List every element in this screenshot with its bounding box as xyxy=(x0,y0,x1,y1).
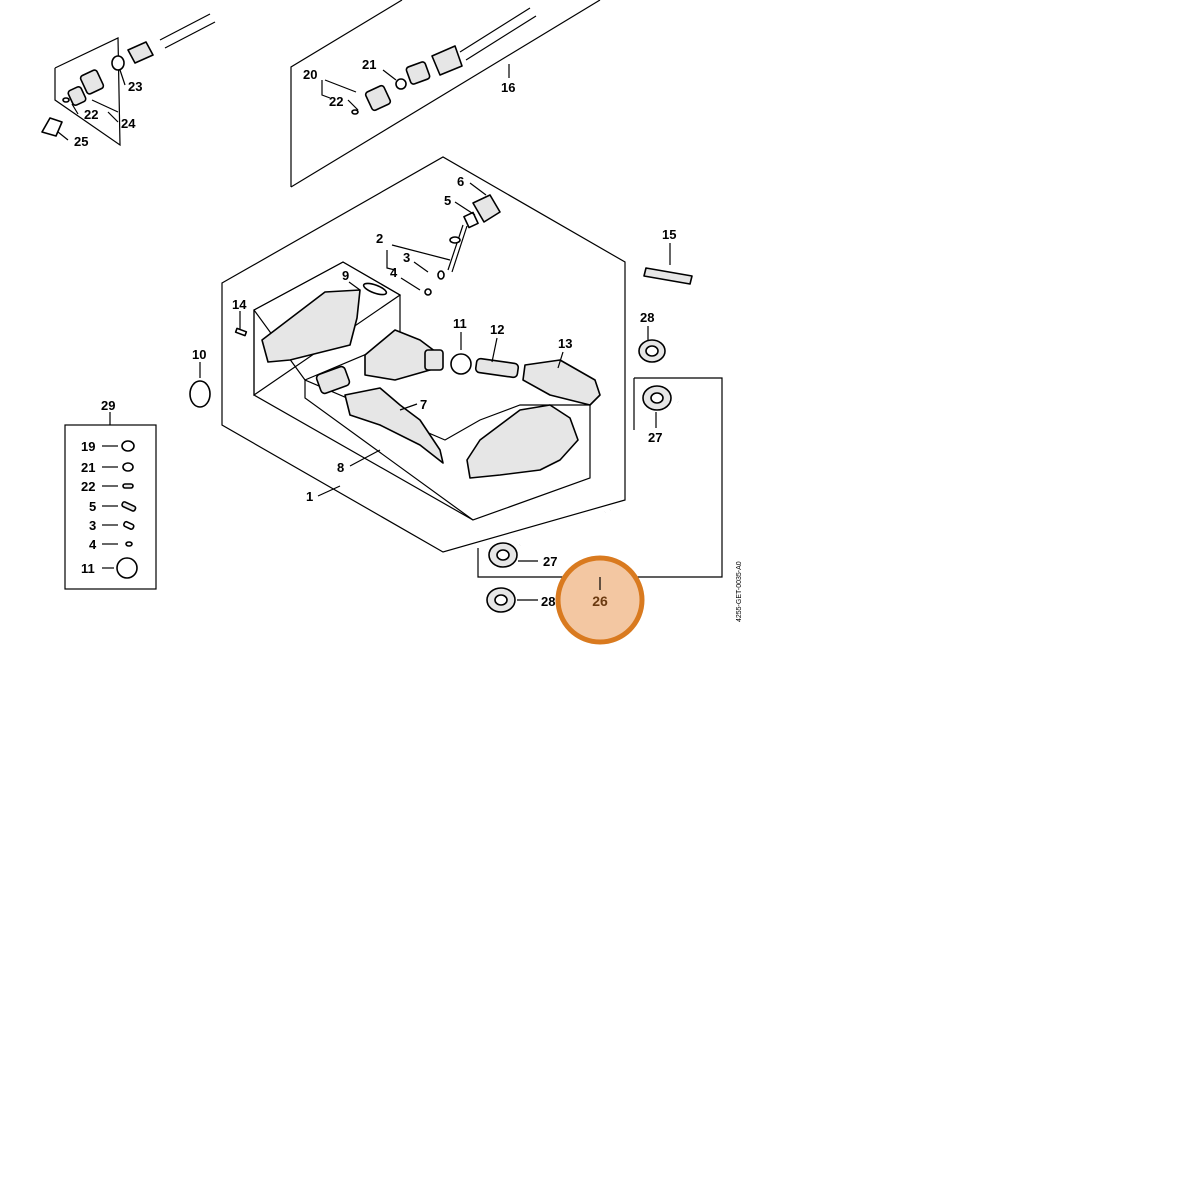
svg-text:3: 3 xyxy=(89,518,96,533)
kit-29-item-21: 21 xyxy=(81,460,134,475)
callout-27-bottom: 27 xyxy=(543,554,557,569)
callout-20: 20 xyxy=(303,67,317,82)
callout-27-top: 27 xyxy=(648,430,662,445)
callout-23: 23 xyxy=(128,79,142,94)
lance-assembly-left: 23 22 24 25 xyxy=(41,13,216,149)
kit-29-box: 29 19 21 22 5 3 4 xyxy=(64,398,157,590)
callout-9: 9 xyxy=(342,268,349,283)
svg-text:19: 19 xyxy=(81,439,95,454)
callout-22-left: 22 xyxy=(84,107,98,122)
svg-text:21: 21 xyxy=(81,460,95,475)
lance-assembly-right: 16 21 20 22 xyxy=(290,0,601,188)
hose-assembly: 27 27 28 xyxy=(477,377,723,613)
svg-text:4: 4 xyxy=(89,537,97,552)
svg-text:22: 22 xyxy=(81,479,95,494)
kit-29-item-5: 5 xyxy=(89,499,137,514)
callout-21-top: 21 xyxy=(362,57,376,72)
callout-4-main: 4 xyxy=(390,265,398,280)
callout-13: 13 xyxy=(558,336,572,351)
spray-gun-assembly: 6 5 2 3 4 9 14 10 11 12 13 7 8 1 xyxy=(189,156,626,553)
callout-28-bottom: 28 xyxy=(541,594,555,609)
callout-25: 25 xyxy=(74,134,88,149)
callout-8: 8 xyxy=(337,460,344,475)
callout-7: 7 xyxy=(420,397,427,412)
callout-6: 6 xyxy=(457,174,464,189)
right-loose-parts: 15 28 xyxy=(638,227,693,363)
drawing-code: 4255-GET-0035-A0 xyxy=(736,561,743,622)
kit-29-item-4: 4 xyxy=(89,537,133,552)
callout-15: 15 xyxy=(662,227,676,242)
callout-12: 12 xyxy=(490,322,504,337)
kit-29-item-22: 22 xyxy=(81,479,134,494)
callout-1: 1 xyxy=(306,489,313,504)
callout-29: 29 xyxy=(101,398,115,413)
callout-3-main: 3 xyxy=(403,250,410,265)
callout-16: 16 xyxy=(501,80,515,95)
callout-5-main: 5 xyxy=(444,193,451,208)
callout-10: 10 xyxy=(192,347,206,362)
callout-26[interactable]: 26 xyxy=(592,593,608,609)
callout-14: 14 xyxy=(232,297,247,312)
callout-22-right: 22 xyxy=(329,94,343,109)
kit-29-item-19: 19 xyxy=(81,439,135,454)
callout-24: 24 xyxy=(121,116,136,131)
callout-28-top: 28 xyxy=(640,310,654,325)
kit-29-item-3: 3 xyxy=(89,518,135,533)
callout-11-main: 11 xyxy=(453,316,467,331)
kit-29-item-11: 11 xyxy=(81,557,138,579)
callout-2: 2 xyxy=(376,231,383,246)
highlight-callout-26[interactable]: 26 xyxy=(555,555,645,645)
svg-text:11: 11 xyxy=(81,561,95,576)
svg-text:5: 5 xyxy=(89,499,96,514)
